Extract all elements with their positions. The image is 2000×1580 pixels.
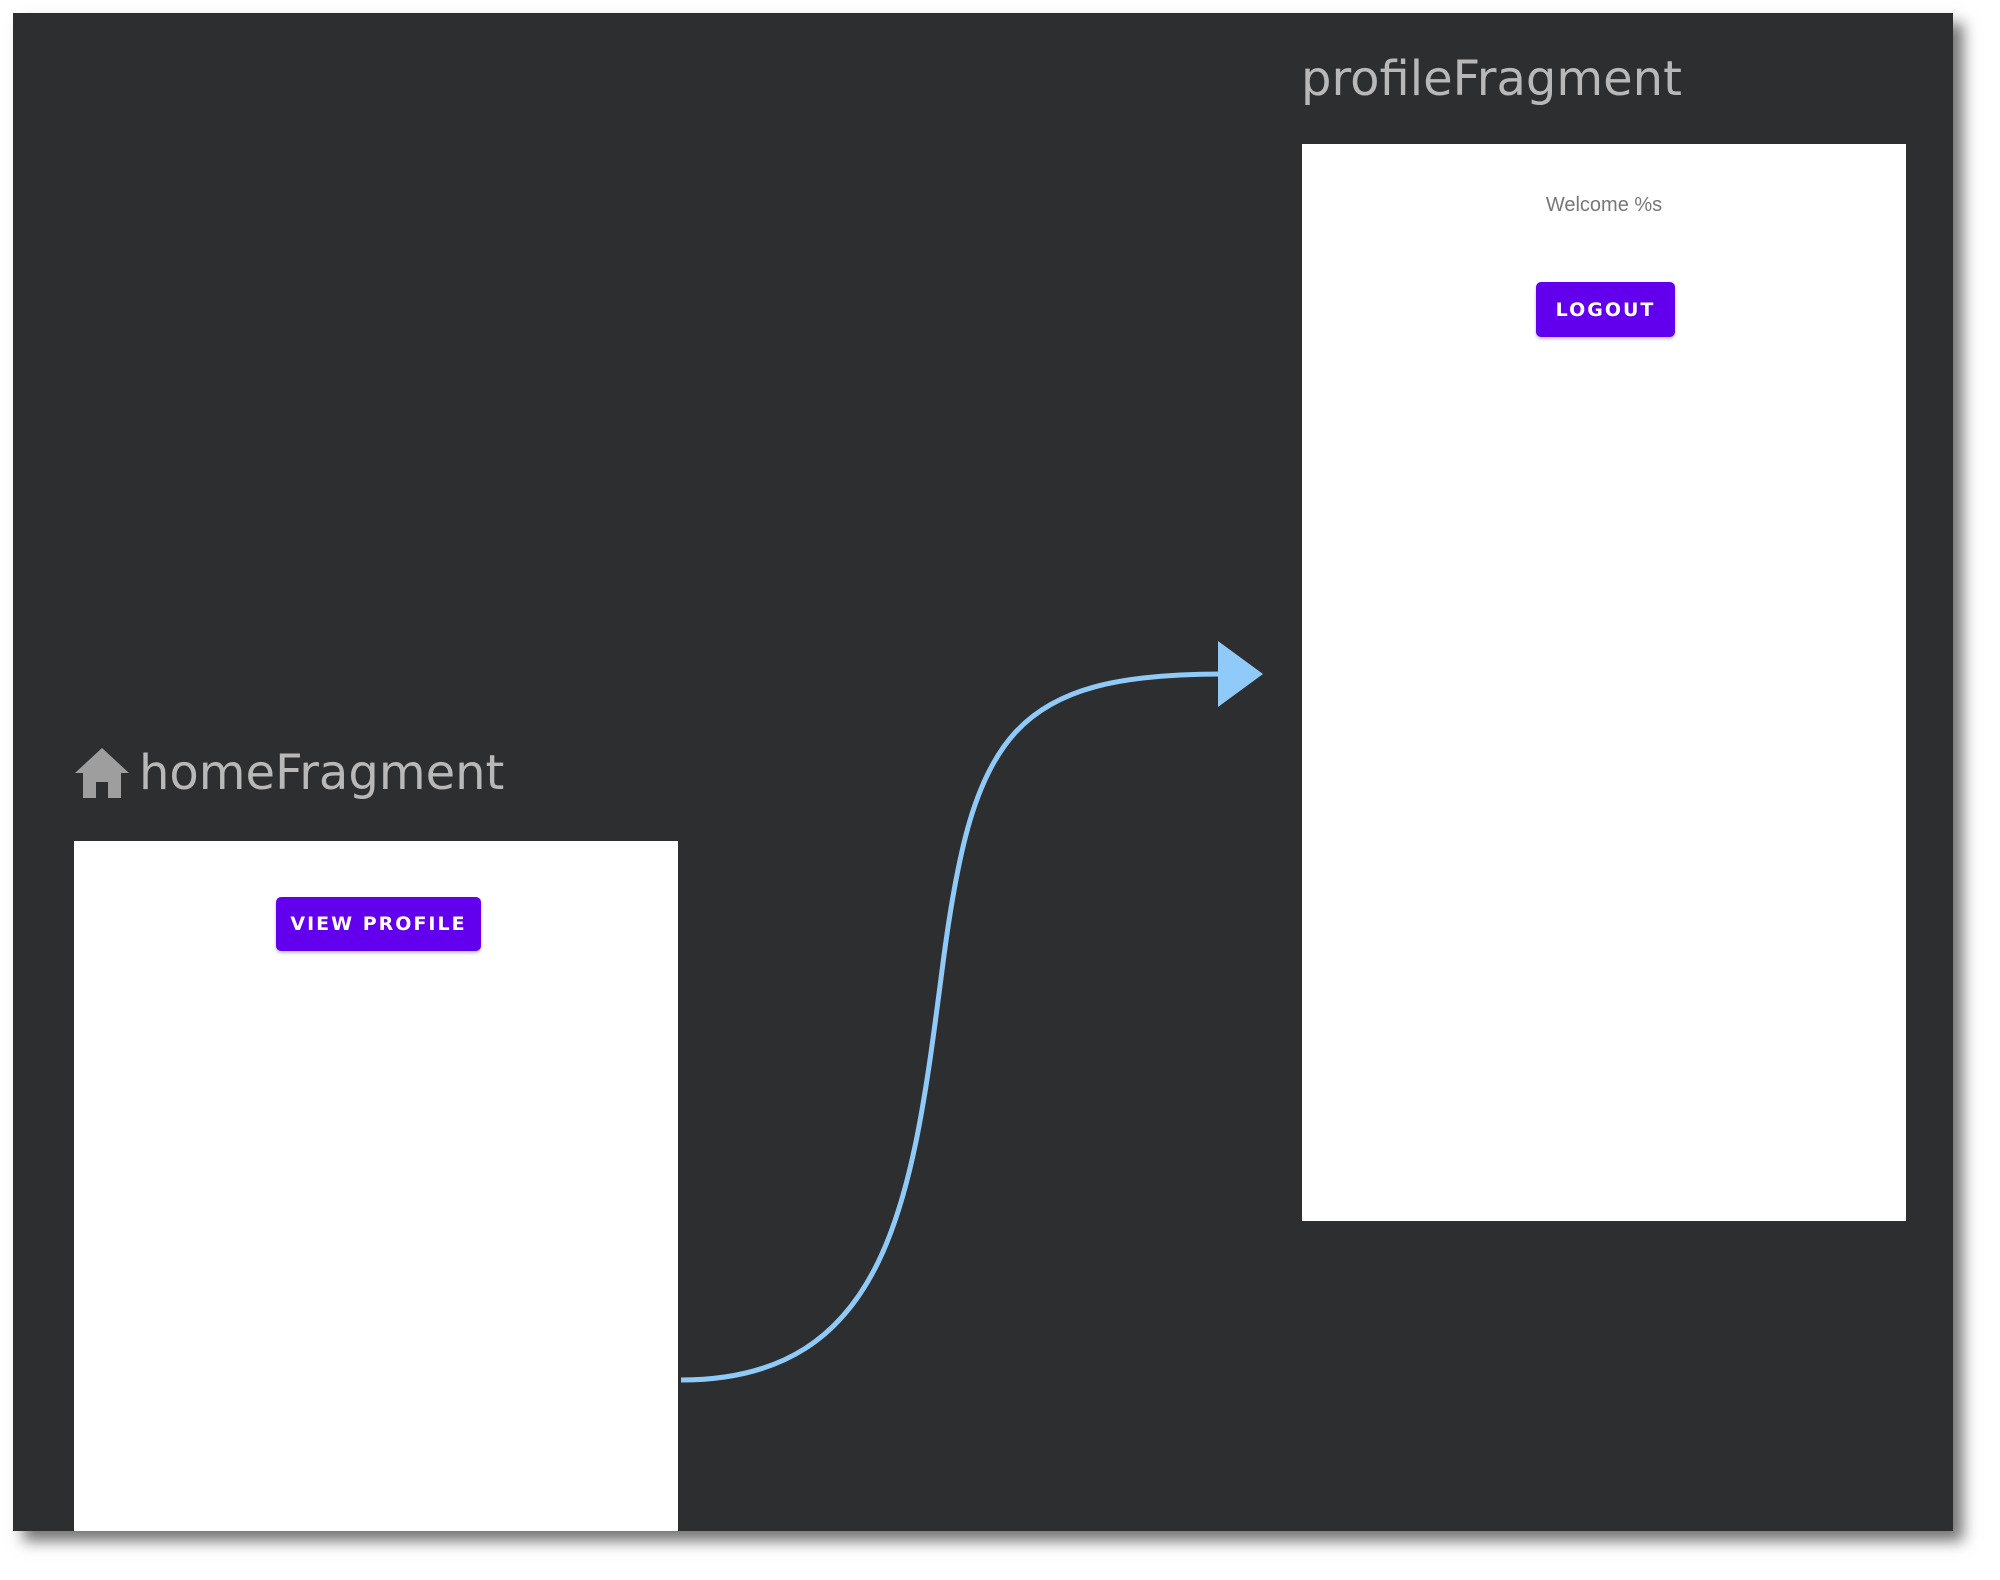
action-arrow-line	[680, 671, 1224, 1383]
navigation-graph-canvas[interactable]: profileFragment Welcome %s LOGOUT homeFr…	[13, 13, 1953, 1531]
profile-fragment-preview[interactable]: Welcome %s LOGOUT	[1302, 144, 1906, 1221]
home-fragment-header: homeFragment	[73, 746, 504, 800]
action-arrowhead	[1218, 641, 1263, 707]
profile-fragment-title: profileFragment	[1301, 51, 1682, 107]
welcome-text: Welcome %s	[1545, 194, 1663, 216]
home-icon	[75, 748, 129, 798]
home-fragment-title: homeFragment	[139, 745, 505, 801]
logout-button[interactable]: LOGOUT	[1536, 282, 1675, 337]
home-fragment-preview[interactable]: VIEW PROFILE	[74, 841, 678, 1531]
view-profile-button[interactable]: VIEW PROFILE	[276, 897, 481, 951]
